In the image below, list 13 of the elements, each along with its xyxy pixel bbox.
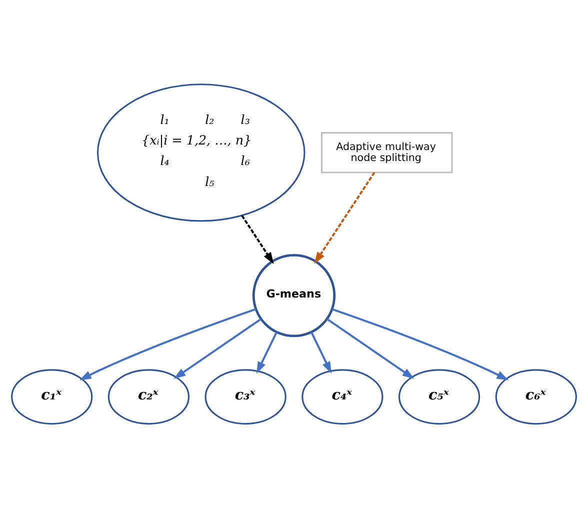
arrow (174, 318, 262, 378)
node-circle: G-means (252, 253, 336, 337)
arrow (332, 308, 509, 380)
arrow (241, 214, 274, 264)
arrow (326, 318, 414, 378)
node-box: Adaptive multi-way node splitting (321, 132, 453, 173)
arrow (314, 171, 376, 264)
node-ellipse: l₁ l₂ l₃ {xᵢ|i = 1,2, …, n} l₄ l₆ l₅ (96, 83, 306, 222)
node-ellipse: c₄ˣ (302, 368, 384, 424)
node-ellipse: c₃ˣ (204, 368, 286, 424)
arrow (256, 331, 278, 374)
arrow (310, 331, 332, 374)
arrow (79, 308, 256, 380)
